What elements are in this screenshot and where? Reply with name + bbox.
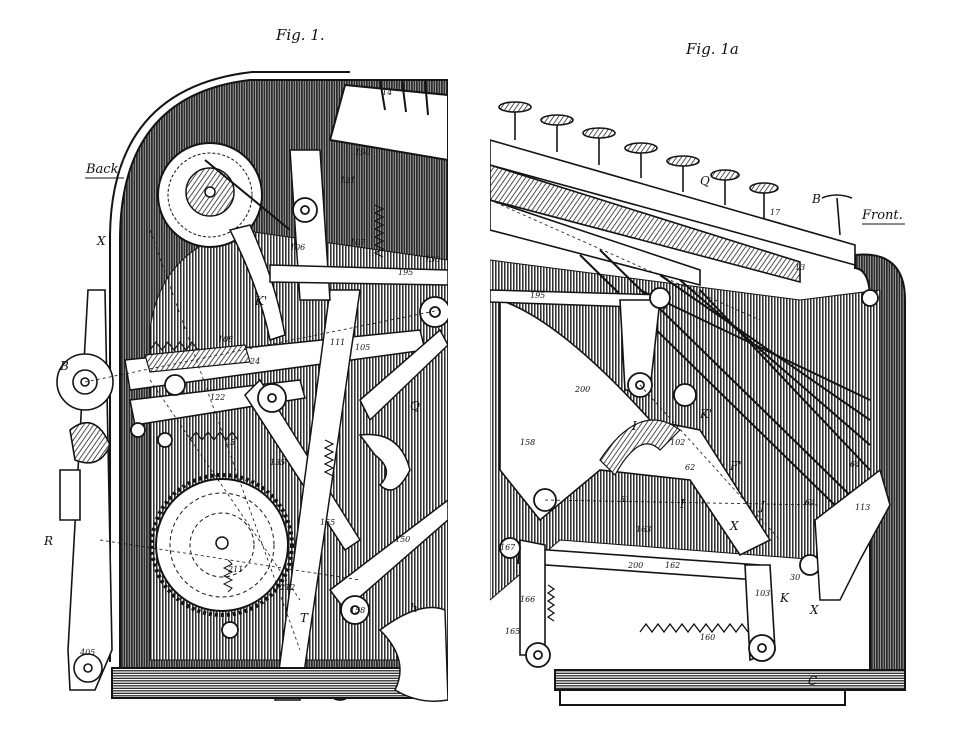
letter-x: X — [96, 234, 106, 248]
ref-211: 211 — [227, 565, 243, 574]
base-foot-right — [559, 690, 846, 706]
construction-lines — [84, 229, 441, 651]
construction-lines-right — [490, 199, 821, 541]
ref-200b: 200 — [627, 561, 643, 570]
ref-102: 102 — [670, 438, 685, 447]
letter-b2: B — [811, 192, 821, 206]
ref-190: 190 — [355, 148, 370, 157]
letter-q1: Q — [700, 174, 710, 188]
letter-k1a: K' — [699, 407, 712, 421]
space-bar-key[interactable] — [821, 194, 853, 236]
key-button[interactable] — [749, 182, 779, 218]
ref-163: 163 — [636, 525, 651, 534]
base-plate-right — [554, 669, 906, 691]
letter-q: Q — [410, 399, 420, 413]
foot-h — [378, 606, 448, 702]
ref-108: 108 — [218, 335, 233, 344]
letter-r: R — [43, 534, 53, 548]
letter-b: B — [59, 359, 69, 373]
ref-165: 165 — [505, 627, 520, 636]
ref-212: 212 — [279, 583, 295, 592]
ref-158: 158 — [520, 438, 535, 447]
ref-17: 17 — [770, 208, 781, 217]
ref-155: 155 — [320, 518, 335, 527]
key-button[interactable] — [710, 169, 740, 205]
ref-113: 113 — [855, 503, 870, 512]
ref-25: 25 — [224, 438, 235, 447]
lever-assembly — [124, 149, 448, 701]
key-button[interactable] — [498, 101, 532, 140]
ref-195: 195 — [398, 268, 413, 277]
figure-1-title: Fig. 1. — [276, 26, 325, 44]
ref-103: 103 — [755, 589, 770, 598]
key-button[interactable] — [540, 114, 574, 152]
ref-111: 111 — [330, 338, 345, 347]
ref-130: 130 — [425, 255, 440, 264]
letter-k: K' — [254, 294, 267, 308]
front-bracket — [814, 468, 891, 601]
ref-106: 106 — [290, 243, 305, 252]
ref-405: 405 — [79, 648, 95, 657]
letter-j: J — [757, 499, 766, 513]
key-rods-top — [328, 79, 448, 162]
key-button[interactable] — [582, 127, 616, 165]
key-button[interactable] — [666, 155, 700, 192]
toothed-sector — [599, 419, 681, 476]
ref-64b: 64 — [850, 460, 860, 469]
letter-c: C — [808, 674, 817, 688]
ref-200: 200 — [574, 385, 590, 394]
ref-122: 122 — [210, 393, 225, 402]
figure-1a-drawing — [490, 101, 906, 706]
curved-arm-k — [228, 224, 286, 341]
ref-24: 24 — [249, 357, 260, 366]
letter-i2: I — [679, 497, 685, 511]
ribbon-spool-wheel — [157, 142, 291, 248]
ref-150: 150 — [395, 535, 410, 544]
ref-185: 195 — [530, 291, 545, 300]
ref-30: 30 — [790, 573, 800, 582]
ref-160: 160 — [700, 633, 715, 642]
pivots-right — [499, 287, 879, 668]
ref-62: 62 — [685, 463, 695, 472]
key-lever-bank — [490, 139, 856, 287]
back-label: Back — [86, 162, 119, 177]
key-button[interactable] — [624, 142, 658, 178]
key-buttons[interactable] — [498, 101, 853, 236]
ref-158: 158 — [350, 606, 365, 615]
letter-x2: X — [729, 519, 739, 533]
carriage-side-arm — [56, 289, 114, 691]
ref-105: 105 — [355, 343, 370, 352]
ref-167: 167 — [500, 543, 516, 552]
letter-f: F' — [729, 459, 742, 473]
figure-1-drawing — [56, 71, 448, 702]
main-drive-gear — [150, 473, 294, 617]
ref-131: 131 — [340, 176, 355, 185]
ref-51: 51 — [620, 495, 630, 504]
ref-107: 107 — [350, 238, 366, 247]
ref-166: 166 — [520, 595, 535, 604]
ref-14: 14 — [382, 88, 392, 97]
lower-linkage — [517, 299, 776, 662]
ref-64: 64 — [805, 498, 815, 507]
gear-rack — [144, 341, 251, 441]
letter-t: T — [300, 611, 309, 625]
letter-x3: X — [809, 603, 819, 617]
ref-135: 135 — [270, 458, 285, 467]
base-plate — [111, 667, 448, 699]
ref-162: 162 — [665, 561, 680, 570]
claw-q — [358, 433, 411, 491]
front-label: Front. — [862, 208, 903, 223]
ref-13: 13 — [795, 263, 805, 272]
letter-h: h — [410, 601, 418, 615]
letter-i: I — [631, 419, 637, 433]
fig1a-reference-numerals: 195 200 158 102 62 51 163 200 162 167 16… — [500, 174, 870, 688]
springs — [323, 204, 385, 477]
figure-1a-title: Fig. 1a — [686, 40, 739, 58]
springs-right — [546, 584, 749, 634]
letter-k3: K — [779, 591, 790, 605]
fig1-reference-numerals: 14 190 131 106 107 195 130 108 24 122 25… — [43, 88, 440, 657]
